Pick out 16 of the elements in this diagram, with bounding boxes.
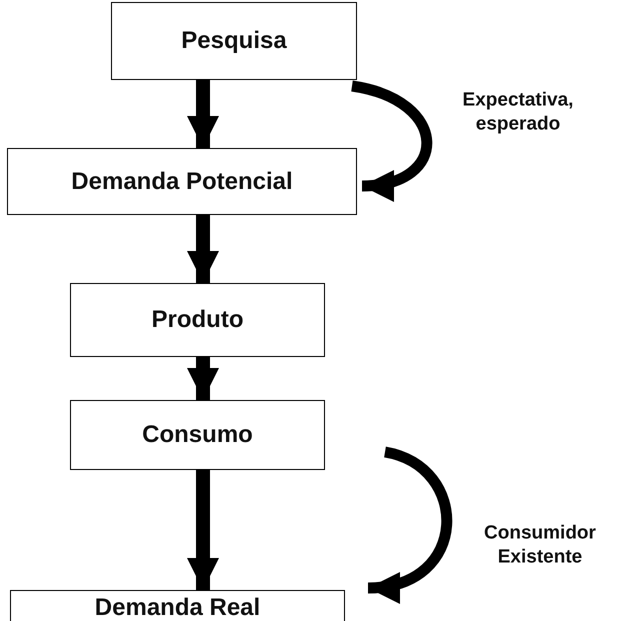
arrow [187,357,219,400]
arrow [350,80,432,200]
box-label: Demanda Real [94,594,260,621]
process-box [10,590,345,621]
process-box [111,2,357,80]
box-label: Produto [152,306,244,334]
box-label: Pesquisa [181,27,287,55]
box-label: Demanda Potencial [71,168,293,196]
arrow [187,80,219,148]
process-box [7,148,357,215]
process-box [70,400,325,470]
arrow [187,470,219,590]
process-box [70,283,325,357]
box-label: Consumo [142,421,253,449]
arrow [367,446,452,601]
arrow [187,215,219,283]
